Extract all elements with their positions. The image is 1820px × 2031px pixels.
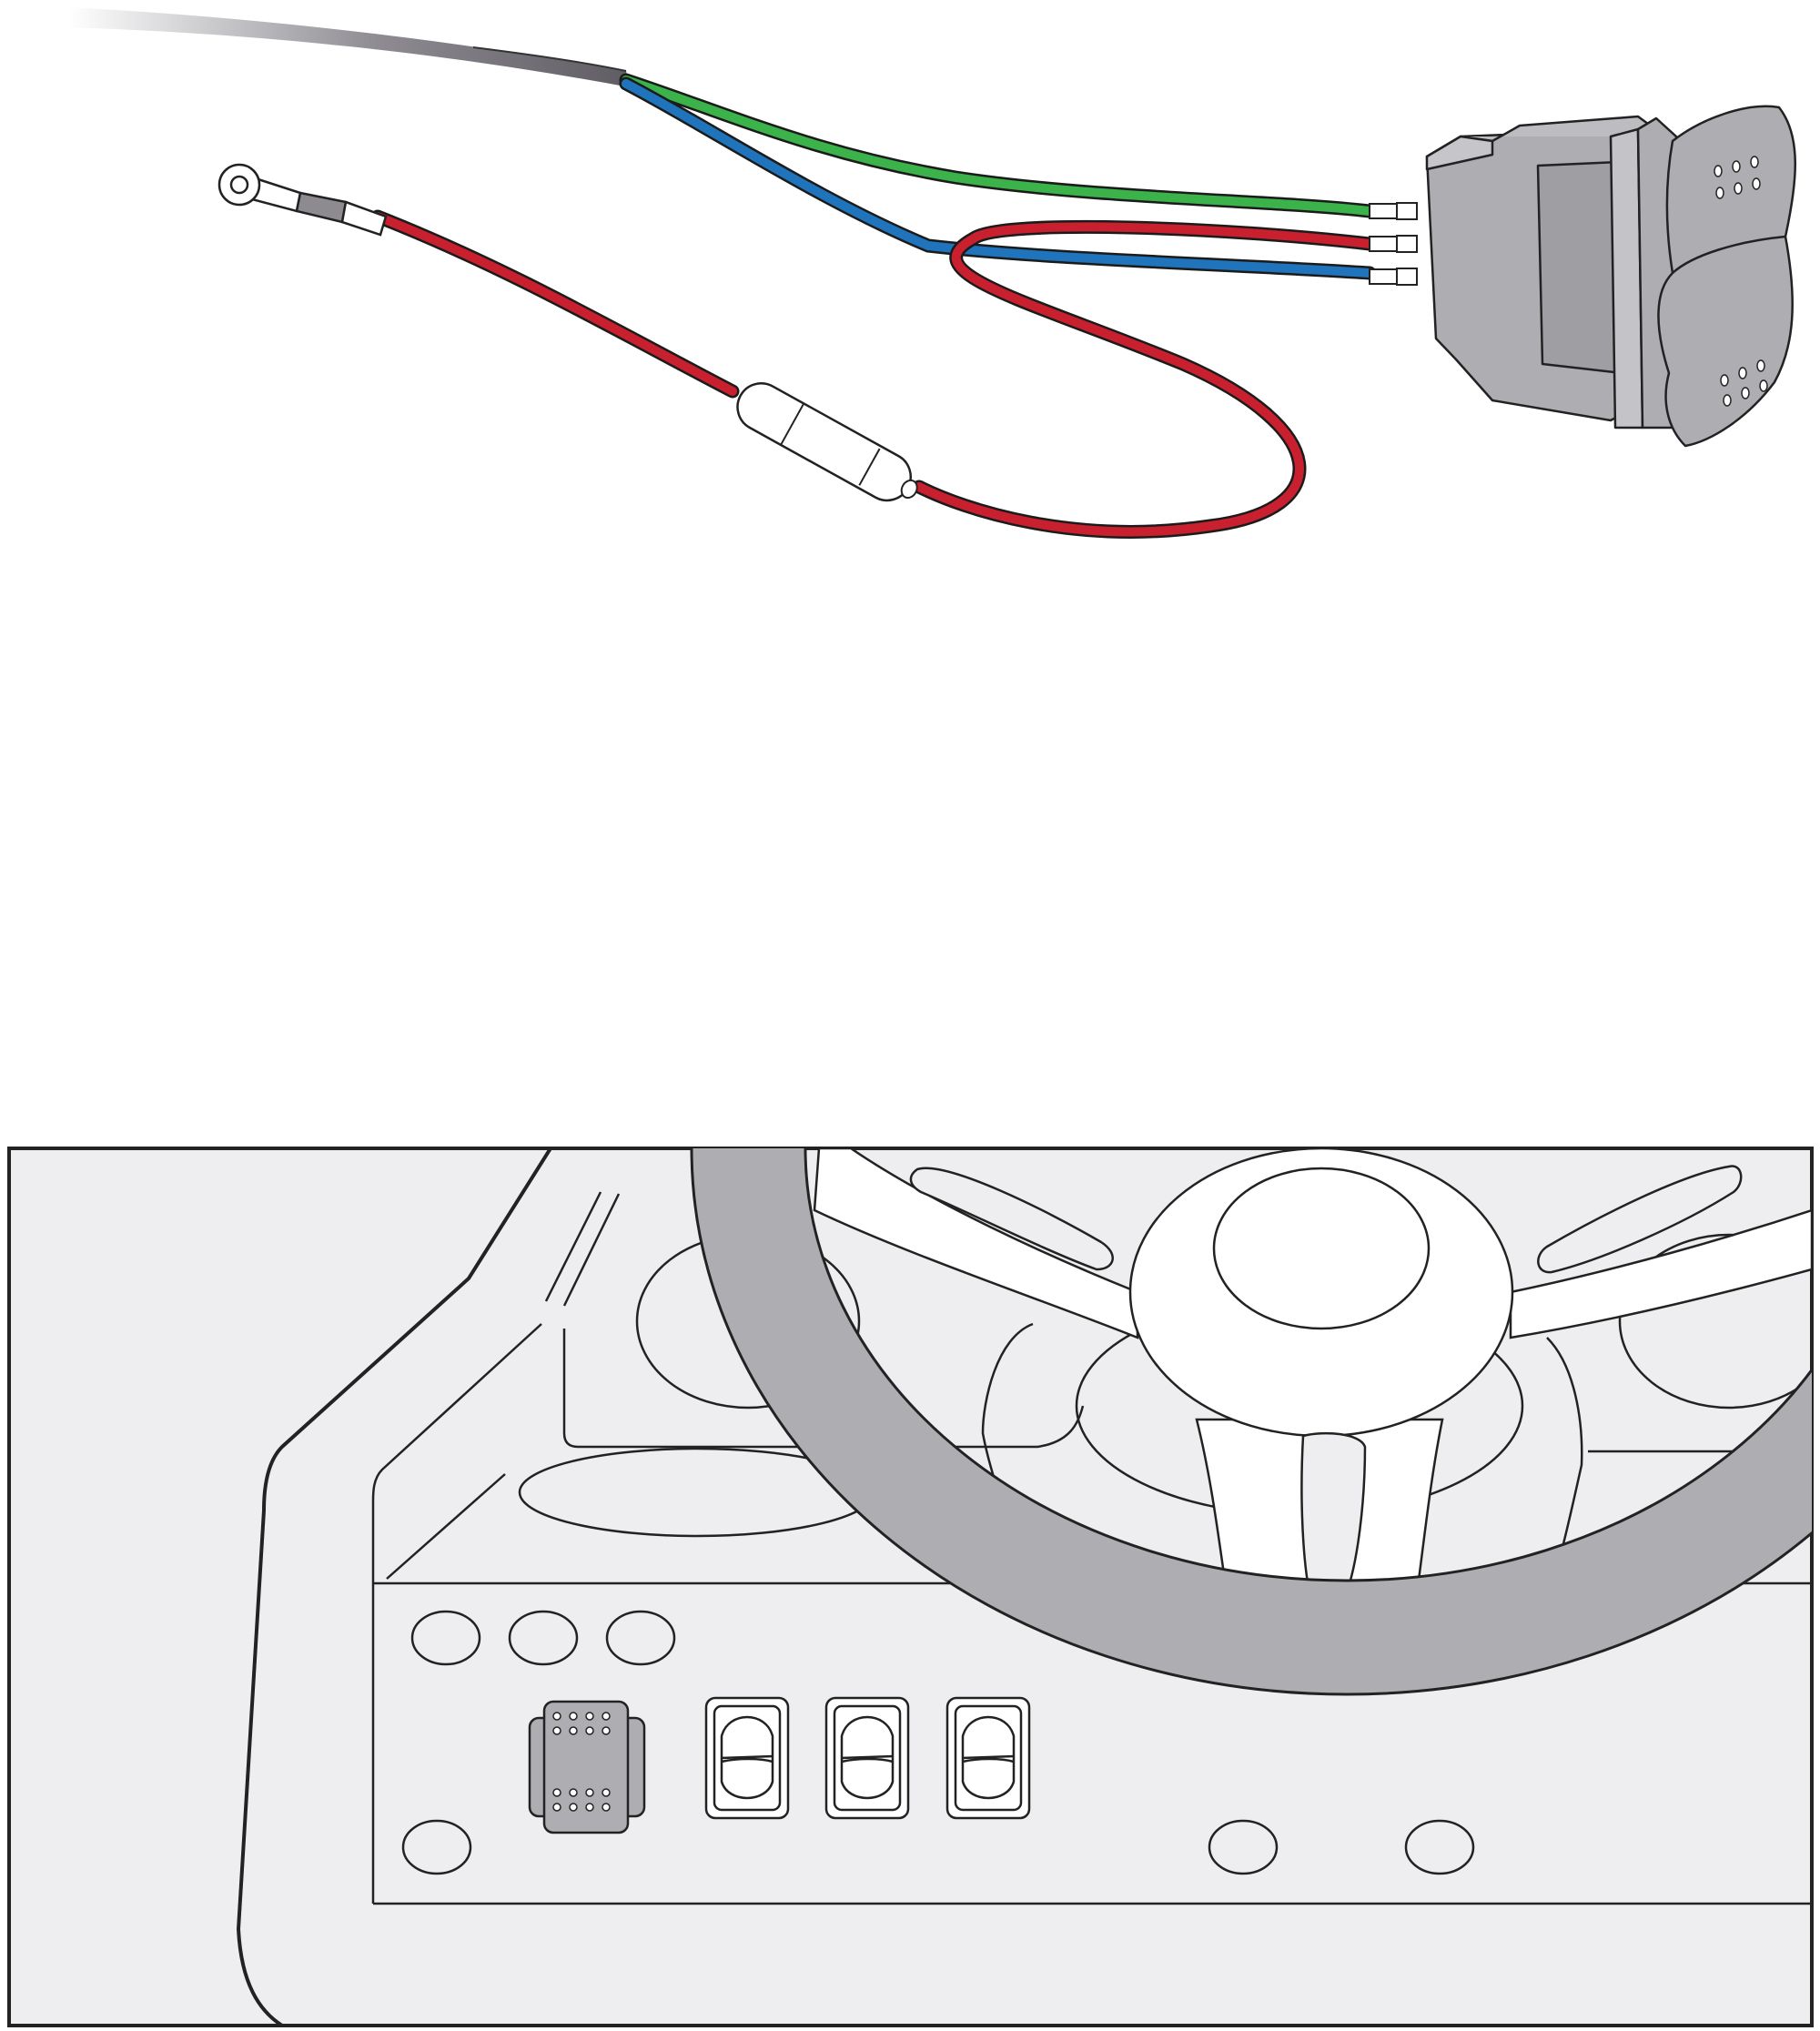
wiring-harness (68, 7, 1796, 539)
spade-terminals (1369, 202, 1418, 286)
installed-accessory-switch (528, 1700, 646, 1834)
rocker-switch-1 (704, 1696, 790, 1820)
rocker-switch-3 (945, 1696, 1031, 1820)
rocker-switch (1425, 105, 1796, 448)
red-wire (370, 209, 1377, 539)
ring-terminal (217, 163, 388, 237)
green-wire (619, 73, 1377, 218)
horn-cap (1212, 1167, 1431, 1330)
inline-fuse-holder (736, 382, 918, 502)
cable-jacket-edge (472, 46, 627, 72)
lower-gauges (401, 1610, 1475, 1875)
dash-rocker-switches (704, 1696, 1031, 1820)
rocker-switch-2 (824, 1696, 910, 1820)
helm-dashboard (7, 1147, 1814, 2027)
console-side-panel (236, 1148, 552, 2026)
steering-wheel-hub (813, 1148, 1812, 1653)
switch-dots (1714, 156, 1768, 407)
cable-jacket (68, 7, 630, 87)
steering-wheel-rim (690, 1148, 1812, 1696)
blue-wire (619, 76, 1377, 280)
